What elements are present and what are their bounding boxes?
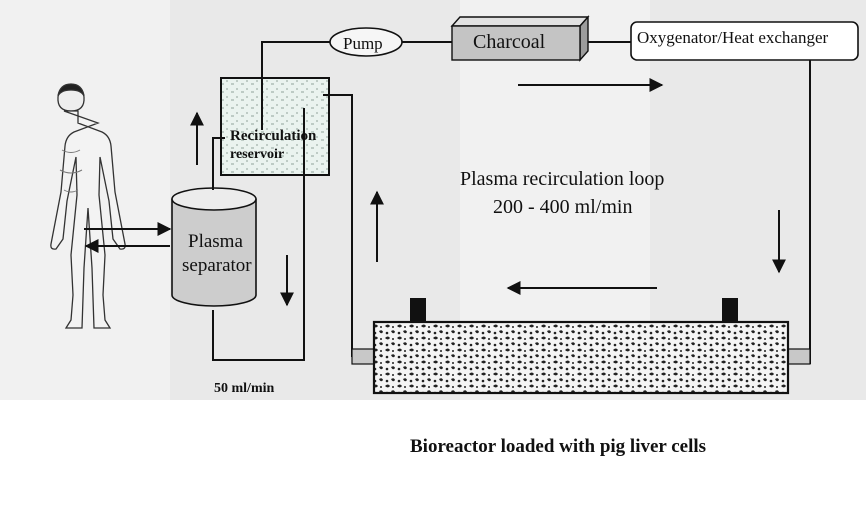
- charcoal-column: [450, 15, 590, 62]
- tube-bioreactor-to-reservoir: [323, 94, 374, 357]
- plasma-separator-cylinder: [171, 187, 257, 307]
- patient-figure-icon: [50, 83, 126, 329]
- bioreactor-end-cap-left: [351, 348, 377, 365]
- recirculation-reservoir-box: [220, 77, 330, 176]
- reservoir-label-line1: Recirculation: [230, 128, 317, 144]
- bioreactor-end-cap-right: [785, 348, 811, 365]
- oxygenator-label: Oxygenator/Heat exchanger: [637, 28, 829, 47]
- loop-rate: 200 - 400 ml/min: [493, 196, 633, 218]
- bioreactor-port-right: [722, 298, 738, 324]
- tube-oxygenator-to-bioreactor: [788, 60, 811, 364]
- bioreactor-body: [372, 320, 790, 395]
- tube-separator-to-reservoir: [212, 137, 225, 190]
- reservoir-label-line2: reservoir: [230, 147, 285, 162]
- bioreactor-caption: Bioreactor loaded with pig liver cells: [410, 436, 707, 457]
- separator-label-line2: separator: [182, 255, 252, 276]
- tube-reservoir-to-separator: [212, 108, 305, 361]
- charcoal-label: Charcoal: [473, 31, 546, 53]
- separator-label-line1: Plasma: [188, 231, 243, 252]
- loop-title: Plasma recirculation loop: [460, 168, 665, 190]
- pump-label: Pump: [343, 34, 383, 53]
- oxygenator-box: [630, 21, 859, 61]
- tube-reservoir-to-pump: [261, 41, 330, 130]
- bioreactor-port-left: [410, 298, 426, 324]
- bioreactor-cartridge: [351, 298, 811, 395]
- separator-flow-rate: 50 ml/min: [214, 381, 275, 396]
